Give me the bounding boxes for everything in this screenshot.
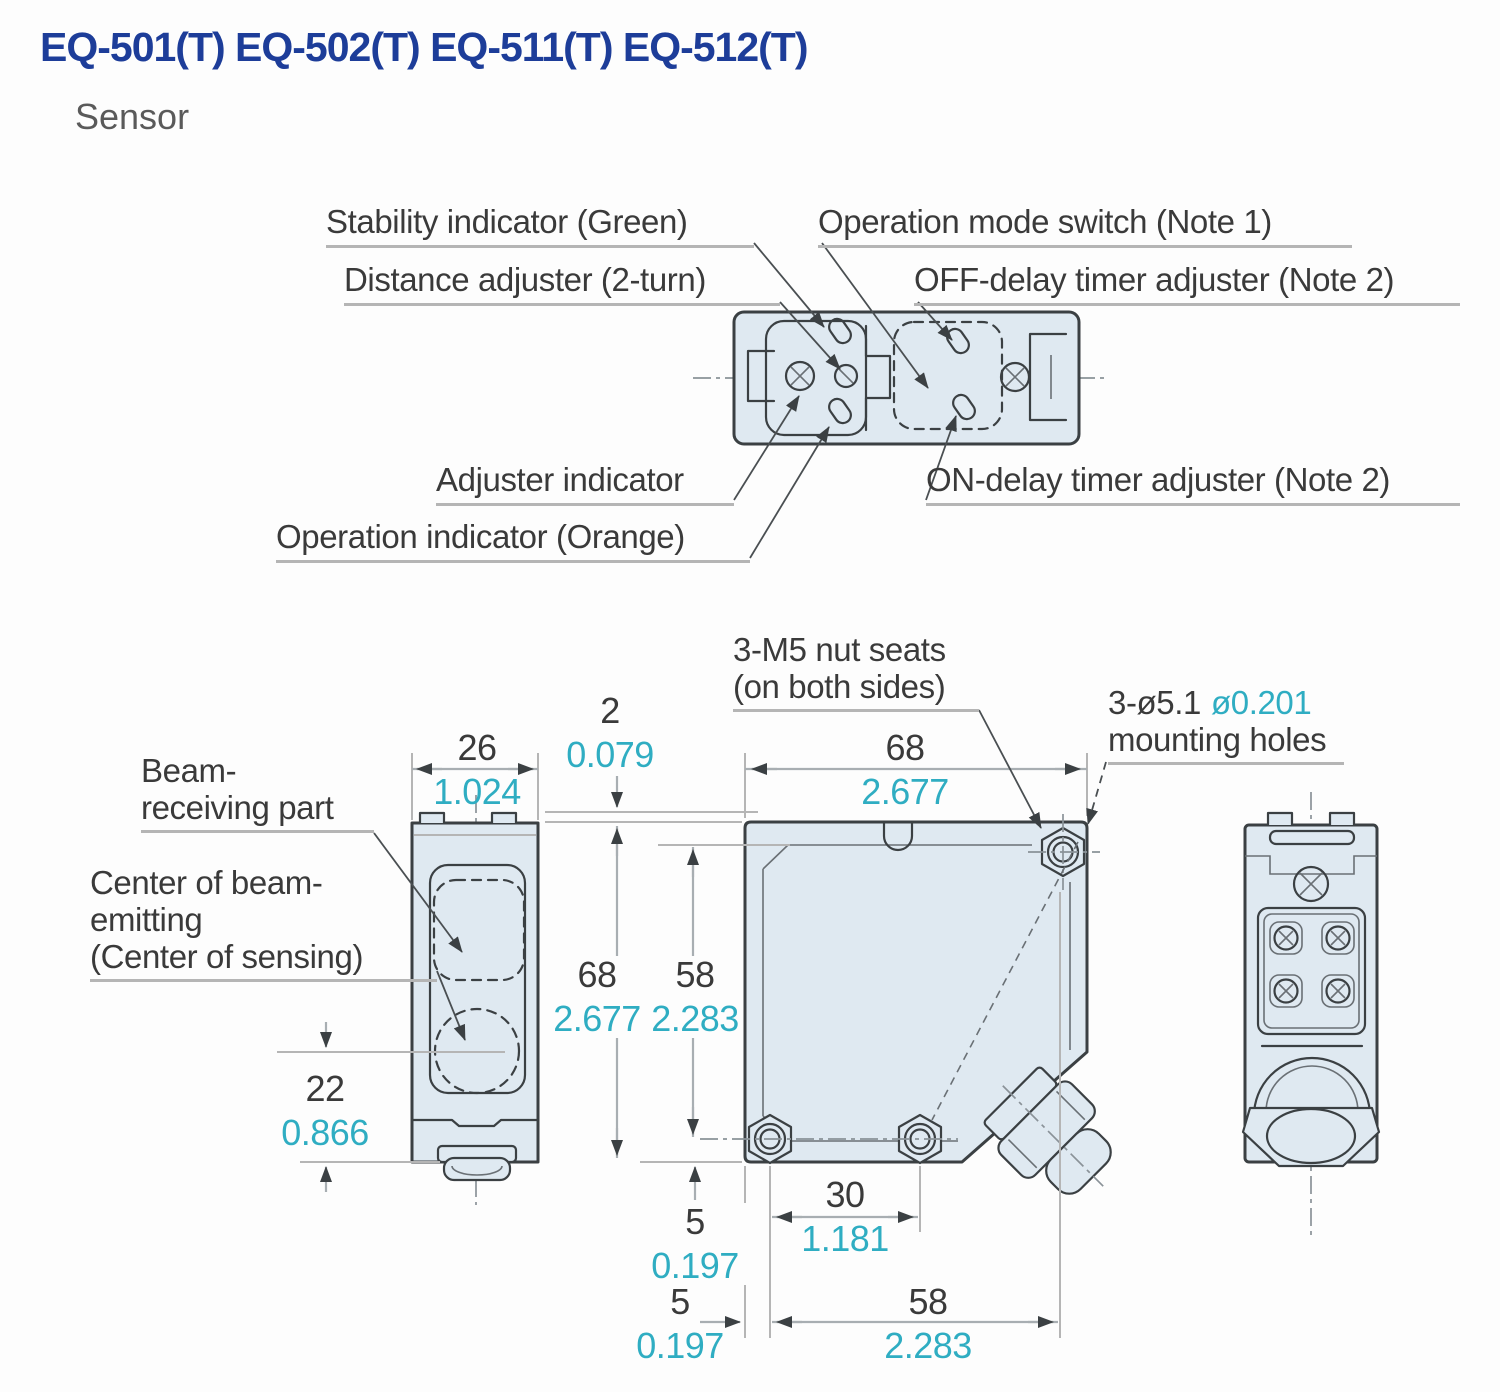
note-nut-seats-line1: 3-M5 nut seats: [733, 631, 946, 668]
cable-gland: [983, 1066, 1112, 1195]
dim-width-26: 26 1.024: [433, 727, 521, 812]
terminal-panel: [1256, 906, 1367, 1036]
callout-operation-indicator: Operation indicator (Orange): [276, 518, 750, 563]
rear-top-bar: [1268, 829, 1356, 846]
adjuster-indicator-screw: [784, 360, 816, 392]
on-delay-adjuster-slot: [952, 393, 976, 421]
note-nut-seats: 3-M5 nut seats (on both sides): [733, 631, 979, 712]
callout-adjuster-indicator: Adjuster indicator: [436, 461, 734, 506]
note-beam-center: Center of beam- emitting (Center of sens…: [90, 864, 437, 982]
connector-inner-line: [451, 1165, 503, 1176]
callout-on-delay-adjuster: ON-delay timer adjuster (Note 2): [926, 461, 1460, 506]
front-view-top-tabs: [418, 811, 518, 825]
annotation-leaders: [373, 709, 1107, 1041]
dim-holes-30: 30 1.181: [801, 1174, 889, 1259]
left-edge-notch: [746, 349, 776, 403]
distance-adjuster-screw: [833, 363, 859, 389]
note-nut-seats-line2: (on both sides): [733, 668, 946, 705]
terminal-panel-inner: [1263, 913, 1360, 1029]
page-subtitle: Sensor: [75, 96, 190, 137]
middle-step-lines: [864, 324, 892, 432]
parting-line: [410, 1118, 540, 1128]
side-view: [700, 814, 1112, 1195]
front-view: [410, 795, 540, 1205]
right-step-lines: [1028, 332, 1068, 422]
top-nut-seat-notch: [882, 820, 914, 852]
dim-width-68: 68 2.677: [861, 727, 949, 812]
stability-indicator-lamp: [828, 317, 852, 345]
note-mounting-line2: mounting holes: [1108, 721, 1327, 758]
note-beam-line2: receiving part: [141, 789, 334, 826]
note-center-line2: emitting: [90, 901, 203, 938]
sensor-top-body: [732, 310, 1081, 446]
mounting-mm-text: 3-ø5.1: [1108, 684, 1201, 721]
note-center-line1: Center of beam-: [90, 864, 323, 901]
dim-tab-2: 2 0.079: [566, 690, 654, 775]
callout-stability-indicator: Stability indicator (Green): [326, 203, 754, 248]
rear-view: [1241, 792, 1381, 1235]
dim-beam-22: 22 0.866: [281, 1068, 369, 1153]
top-view: [693, 242, 1108, 559]
rear-cable-gland: [1241, 1056, 1381, 1168]
rear-screw: [1292, 865, 1330, 903]
note-beam-receiving: Beam- receiving part: [141, 752, 374, 833]
page-title: EQ-501(T) EQ-502(T) EQ-511(T) EQ-512(T): [40, 24, 809, 70]
rear-view-top-tabs: [1266, 811, 1356, 827]
note-center-line3: (Center of sensing): [90, 938, 364, 975]
holes-leader-dashed: [931, 841, 1079, 1121]
dim-holes-58: 58 2.283: [884, 1281, 972, 1366]
side-view-body: [743, 820, 1089, 1164]
callout-off-delay-adjuster: OFF-delay timer adjuster (Note 2): [914, 261, 1460, 306]
mounting-inch-text: ø0.201: [1210, 684, 1312, 721]
rear-yoke-lines: [1245, 855, 1377, 875]
dim-side-5: 5 0.197: [636, 1281, 724, 1366]
operation-indicator-lamp: [828, 397, 852, 425]
connector-bulge: [442, 1156, 512, 1182]
note-beam-line1: Beam-: [141, 752, 237, 789]
callout-distance-adjuster: Distance adjuster (2-turn): [344, 261, 780, 306]
callout-operation-mode-switch: Operation mode switch (Note 1): [818, 203, 1352, 248]
callout-leaders: [733, 242, 957, 559]
dim-height-58: 58 2.283: [648, 956, 742, 1038]
dim-bottom-5: 5 0.197: [643, 1203, 747, 1285]
beam-receiving-lens: [432, 878, 526, 982]
dim-height-68: 68 2.677: [551, 956, 643, 1038]
terminal-screws: [1269, 921, 1355, 1008]
